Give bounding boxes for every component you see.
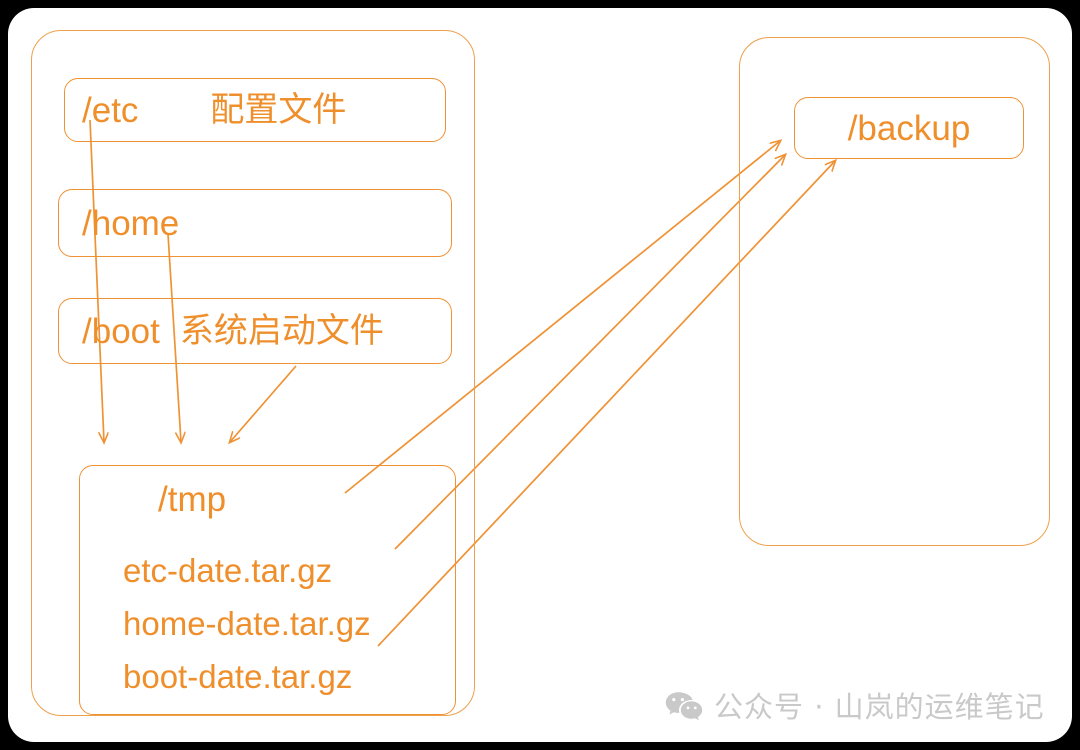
dir-box-home[interactable]: /home [58, 189, 452, 257]
dir-label-tmp: /tmp [158, 480, 227, 519]
watermark: 公众号 · 山岚的运维笔记 [665, 691, 1045, 723]
dir-label-etc: /etc [82, 90, 139, 130]
watermark-text: 公众号 · 山岚的运维笔记 [714, 689, 1045, 724]
dir-note-boot: 系统启动文件 [179, 311, 384, 351]
source-filesystem-container: /etc 配置文件 /home /boot 系统启动文件 /tmp etc-da… [31, 30, 475, 716]
dir-box-etc[interactable]: /etc 配置文件 [64, 78, 446, 142]
archive-file-item: boot-date.tar.gz [123, 658, 353, 695]
archive-file-item: etc-date.tar.gz [123, 552, 333, 589]
backup-destination-container: /backup [739, 37, 1050, 546]
diagram-canvas: /etc 配置文件 /home /boot 系统启动文件 /tmp etc-da… [8, 8, 1072, 742]
dir-label-backup: /backup [847, 108, 971, 148]
archive-file-item: home-date.tar.gz [123, 605, 371, 642]
dir-box-tmp[interactable]: /tmp etc-date.tar.gz home-date.tar.gz bo… [79, 465, 456, 715]
dir-note-etc: 配置文件 [210, 90, 347, 130]
dir-box-boot[interactable]: /boot 系统启动文件 [58, 298, 452, 364]
dir-box-backup[interactable]: /backup [794, 97, 1024, 159]
dir-label-home: /home [82, 203, 180, 243]
dir-label-boot: /boot [82, 311, 160, 351]
wechat-icon [665, 692, 703, 721]
